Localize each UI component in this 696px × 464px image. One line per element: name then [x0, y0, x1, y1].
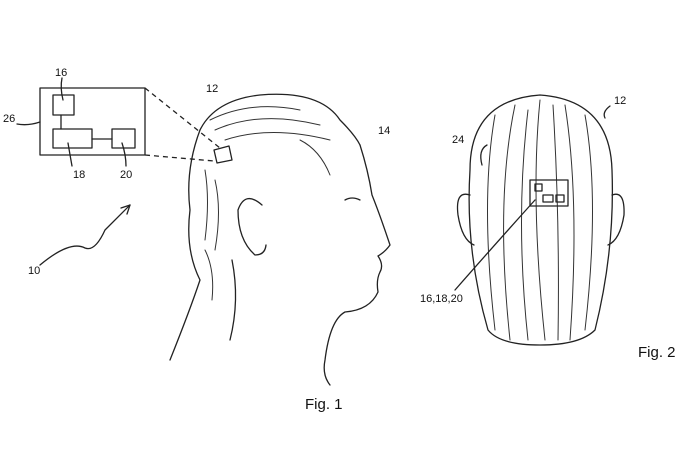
label-18: 18 [73, 169, 85, 181]
label-10: 10 [28, 265, 40, 277]
implant-chip [213, 145, 233, 164]
fig1-caption: Fig. 1 [305, 396, 343, 413]
label-26: 26 [3, 113, 15, 125]
label-16-18-20: 16,18,20 [420, 293, 463, 305]
label-16: 16 [55, 67, 67, 79]
label-24: 24 [452, 134, 464, 146]
module-20-box [111, 128, 136, 149]
head-side-view [169, 93, 391, 386]
label-12-fig2: 12 [614, 95, 626, 107]
implant-chip-back [529, 179, 569, 207]
label-14: 14 [378, 125, 390, 137]
module-16-box [52, 94, 75, 116]
label-20: 20 [120, 169, 132, 181]
module-18-box [52, 128, 93, 149]
head-back-view [454, 94, 625, 346]
block-diagram [16, 77, 233, 167]
label-12-fig1: 12 [206, 83, 218, 95]
fig2-caption: Fig. 2 [638, 344, 676, 361]
